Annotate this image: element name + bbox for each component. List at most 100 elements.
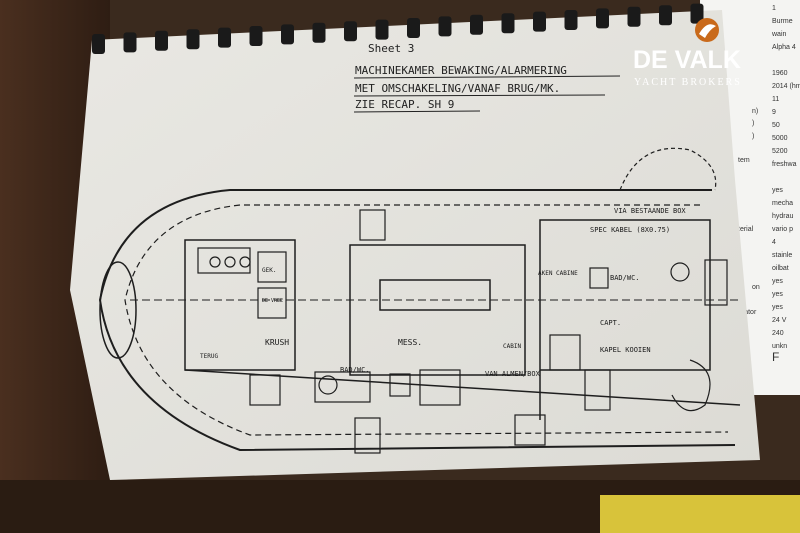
label-small-3: TERUG [200, 353, 218, 360]
spec-value: Burme [772, 18, 793, 25]
spiral-ring [312, 22, 326, 43]
label-mess: MESS. [398, 338, 422, 347]
box-3 [704, 259, 728, 306]
spiral-ring [344, 21, 357, 42]
stair-6 [549, 334, 581, 371]
spec-value: 50 [772, 122, 780, 129]
spec-value: 4 [772, 239, 776, 246]
spiral-ring [501, 13, 515, 34]
label-van-almen: VAN ALMEN/BOX [485, 370, 541, 378]
room-mess [349, 244, 526, 376]
spec-key: ) [752, 133, 754, 140]
spec-key: tem [738, 157, 750, 164]
spiral-ring [186, 29, 200, 50]
spiral-ring [407, 18, 420, 38]
mess-table [379, 279, 491, 311]
spec-value: freshwa [772, 161, 797, 168]
spec-value: 240 [772, 330, 784, 337]
stair-7 [584, 369, 611, 411]
spec-value: mecha [772, 200, 793, 207]
label-speciaal: SPEC KABEL (8X0.75) [590, 226, 670, 234]
label-cabin: CABIN [503, 343, 521, 350]
label-crew: KRUSH [265, 338, 289, 347]
spiral-binding [92, 3, 704, 54]
room-aft [539, 219, 711, 371]
room-crew [184, 239, 296, 371]
spiral-ring [375, 19, 389, 40]
spiral-ring [596, 8, 609, 29]
box-2 [589, 267, 609, 289]
spec-value: 5000 [772, 135, 788, 142]
spiral-ring [218, 27, 231, 48]
spec-key: n) [752, 108, 758, 115]
spec-value: stainle [772, 252, 792, 259]
spiral-ring [155, 30, 168, 51]
burner-2 [224, 256, 236, 268]
spec-key: terial [738, 226, 754, 233]
logo-tagline: YACHT BROKERS [634, 77, 742, 88]
spiral-stair [671, 359, 711, 412]
spec-value: wain [771, 31, 787, 38]
round-table [318, 375, 338, 395]
label-captain: CAPT. [600, 319, 621, 327]
spec-value: 1 [772, 5, 776, 12]
wall-1 [184, 369, 741, 406]
label-aken-cabine: AKEN CABINE [538, 270, 578, 277]
falcon-icon [699, 24, 716, 38]
plan-labels: KRUSH MESS. BAD/WC. BAD/WC. VAN ALMEN/BO… [200, 207, 686, 378]
spiral-ring [123, 32, 137, 53]
spiral-ring [690, 3, 704, 24]
box-1 [389, 373, 411, 397]
stair-1 [359, 209, 386, 241]
spec-value: F [772, 350, 779, 364]
spiral-ring [281, 24, 294, 45]
spiral-ring [564, 10, 578, 30]
spec-key: erator [738, 309, 757, 316]
spec-value: Alpha 4 [772, 44, 796, 51]
cabinet-2 [257, 287, 287, 319]
burner-1 [209, 256, 221, 268]
stair-4 [514, 414, 546, 446]
spiral-ring [249, 26, 263, 46]
spec-key: ) [752, 120, 754, 127]
heading-underline-1 [353, 75, 621, 79]
bow-fender [99, 261, 137, 359]
spec-value: 2014 (hm [772, 83, 800, 90]
cabinet-1 [257, 251, 287, 283]
heading-underline-2 [353, 94, 606, 97]
spec-value: 9 [772, 109, 776, 116]
deck-plan [98, 147, 741, 454]
spec-value: yes [772, 291, 783, 298]
label-bad-wc-2: BAD/WC. [610, 274, 640, 282]
spec-value: 1960 [772, 70, 788, 77]
burner-3 [239, 256, 251, 268]
stair-5 [354, 417, 381, 454]
heading-line-3: ZIE RECAP. SH 9 [355, 98, 454, 111]
yellow-object [600, 495, 800, 533]
spiral-ring [627, 6, 641, 27]
heading-line-1: MACHINEKAMER BEWAKING/ALARMERING [355, 64, 567, 77]
label-kooien: KAPEL KOOIEN [600, 346, 651, 354]
de-valk-logo: DE VALK YACHT BROKERS [633, 18, 742, 88]
label-bestaande: VIA BESTAANDE BOX [614, 207, 686, 215]
spec-sheet-keys: n))) tem terial on erator [738, 108, 760, 316]
spec-key: on [752, 284, 760, 291]
spiral-ring [438, 16, 452, 37]
logo-brand: DE VALK [633, 46, 741, 74]
spec-value: 11 [772, 96, 779, 103]
label-small-1: GEK. [262, 267, 276, 274]
spiral-ring [659, 5, 672, 26]
spec-value: yes [772, 278, 783, 285]
spec-value: unkn [772, 343, 787, 350]
spec-value: yes [772, 304, 783, 311]
spec-value: 5200 [772, 148, 788, 155]
hull-inner [124, 204, 729, 436]
spiral-ring [470, 14, 483, 35]
spec-value: oilbat [772, 265, 789, 272]
spec-value: 24 V [772, 317, 787, 324]
heading-underline-3 [353, 110, 481, 113]
spec-value: yes [772, 187, 783, 194]
spec-value: vario p [772, 226, 793, 233]
